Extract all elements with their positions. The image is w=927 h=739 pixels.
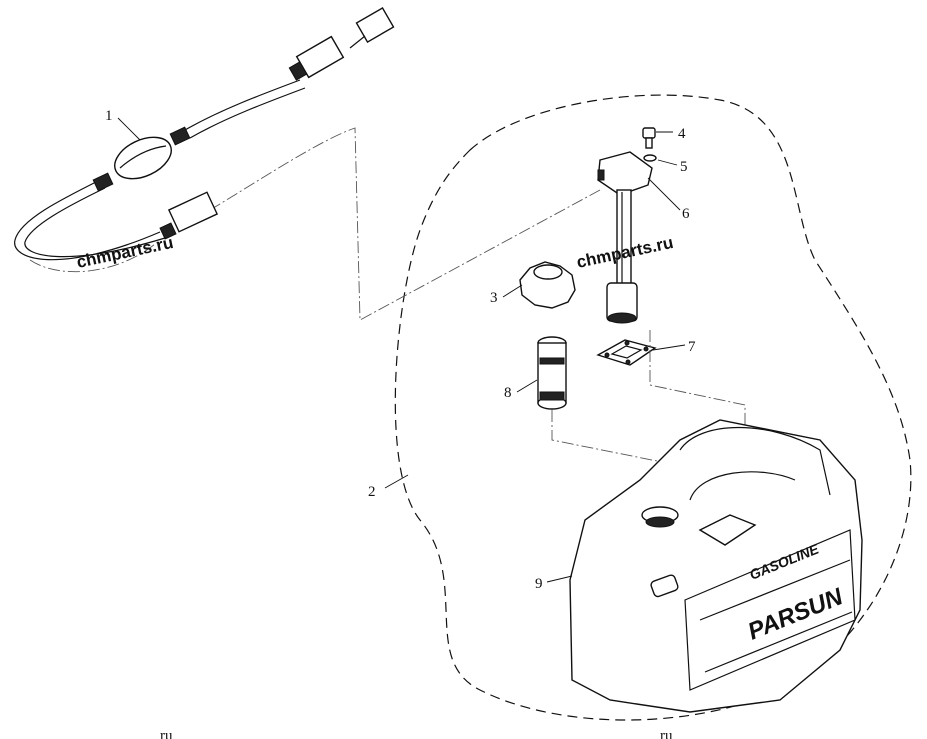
callout-3: 3 [490,290,498,306]
callout-5: 5 [680,159,688,175]
fuel-tank: GASOLINE PARSUN [569,419,863,713]
callout-2: 2 [368,484,376,500]
footer-mark-left: ru [160,728,173,739]
engine-fitting [355,7,395,43]
fuel-gauge-pickup [597,151,653,324]
fuel-line-assembly [14,7,601,321]
primer-bulb [114,136,172,180]
callout-4: 4 [678,126,686,142]
tank-connector [167,191,219,233]
callout-7: 7 [688,339,696,355]
callout-1: 1 [105,108,113,124]
footer-mark-right: ru [660,728,673,739]
watermark-left: chmparts.ru [75,233,175,272]
callout-9: 9 [535,576,543,592]
screw [642,127,656,149]
washer [643,154,657,162]
callout-8: 8 [504,385,512,401]
tank-cap [519,261,576,309]
callout-6: 6 [682,206,690,222]
fuel-filter [537,336,567,410]
gasket [596,339,657,366]
